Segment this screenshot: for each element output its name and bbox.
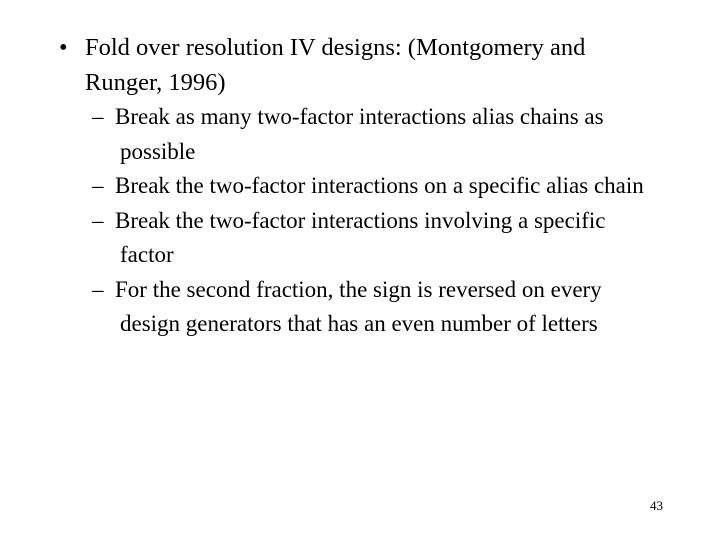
- round-bullet-icon: •: [59, 34, 68, 61]
- dash-bullet-icon: –: [92, 173, 104, 198]
- sub-bullet-list: – Break as many two-factor interactions …: [0, 100, 720, 342]
- bullet-item-level1: • Fold over resolution IV designs: (Mont…: [0, 30, 720, 100]
- bullet-text: Break the two-factor interactions on a s…: [115, 173, 644, 198]
- bullet-item-level2: – For the second fraction, the sign is r…: [0, 273, 720, 342]
- page-number: 43: [650, 498, 663, 513]
- dash-bullet-icon: –: [92, 276, 104, 302]
- bullet-text: For the second fraction, the sign is rev…: [115, 276, 602, 337]
- slide-content-placeholder: • Fold over resolution IV designs: (Mont…: [0, 30, 720, 342]
- bullet-text: Break the two-factor interactions involv…: [115, 207, 606, 268]
- bullet-item-level2: – Break the two-factor interactions invo…: [0, 204, 720, 273]
- bullet-text: Break as many two-factor interactions al…: [115, 104, 604, 164]
- bullet-item-level2: – Break the two-factor interactions on a…: [0, 169, 720, 204]
- dash-bullet-icon: –: [92, 104, 104, 129]
- dash-bullet-icon: –: [92, 207, 104, 233]
- bullet-item-level2: – Break as many two-factor interactions …: [0, 100, 720, 169]
- bullet-text: Fold over resolution IV designs: (Montgo…: [85, 34, 586, 96]
